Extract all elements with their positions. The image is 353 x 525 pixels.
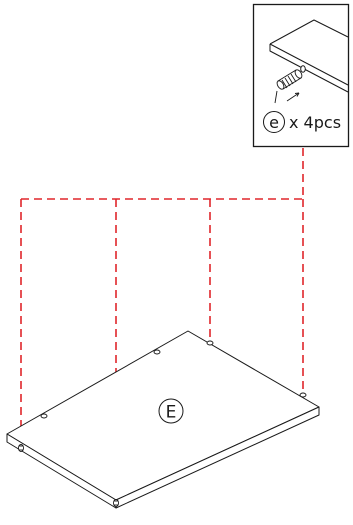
part-label-circle xyxy=(263,111,285,133)
board-edge-detail xyxy=(269,19,349,93)
quantity-text: x 4pcs xyxy=(289,113,341,132)
wooden-dowel-icon xyxy=(276,69,303,90)
panel-label: E xyxy=(166,403,177,423)
hole-left xyxy=(40,413,48,419)
edge-dowels xyxy=(18,444,119,507)
dowel-holes xyxy=(40,340,307,419)
detail-callout: e x 4pcs xyxy=(252,3,350,148)
insertion-arrow xyxy=(286,92,300,102)
hole-mid xyxy=(153,349,161,355)
hole-back xyxy=(206,340,214,346)
leader-line xyxy=(274,90,278,104)
part-letter: e xyxy=(269,113,279,132)
panel-label-circle xyxy=(158,398,184,424)
hole-right xyxy=(299,392,307,398)
